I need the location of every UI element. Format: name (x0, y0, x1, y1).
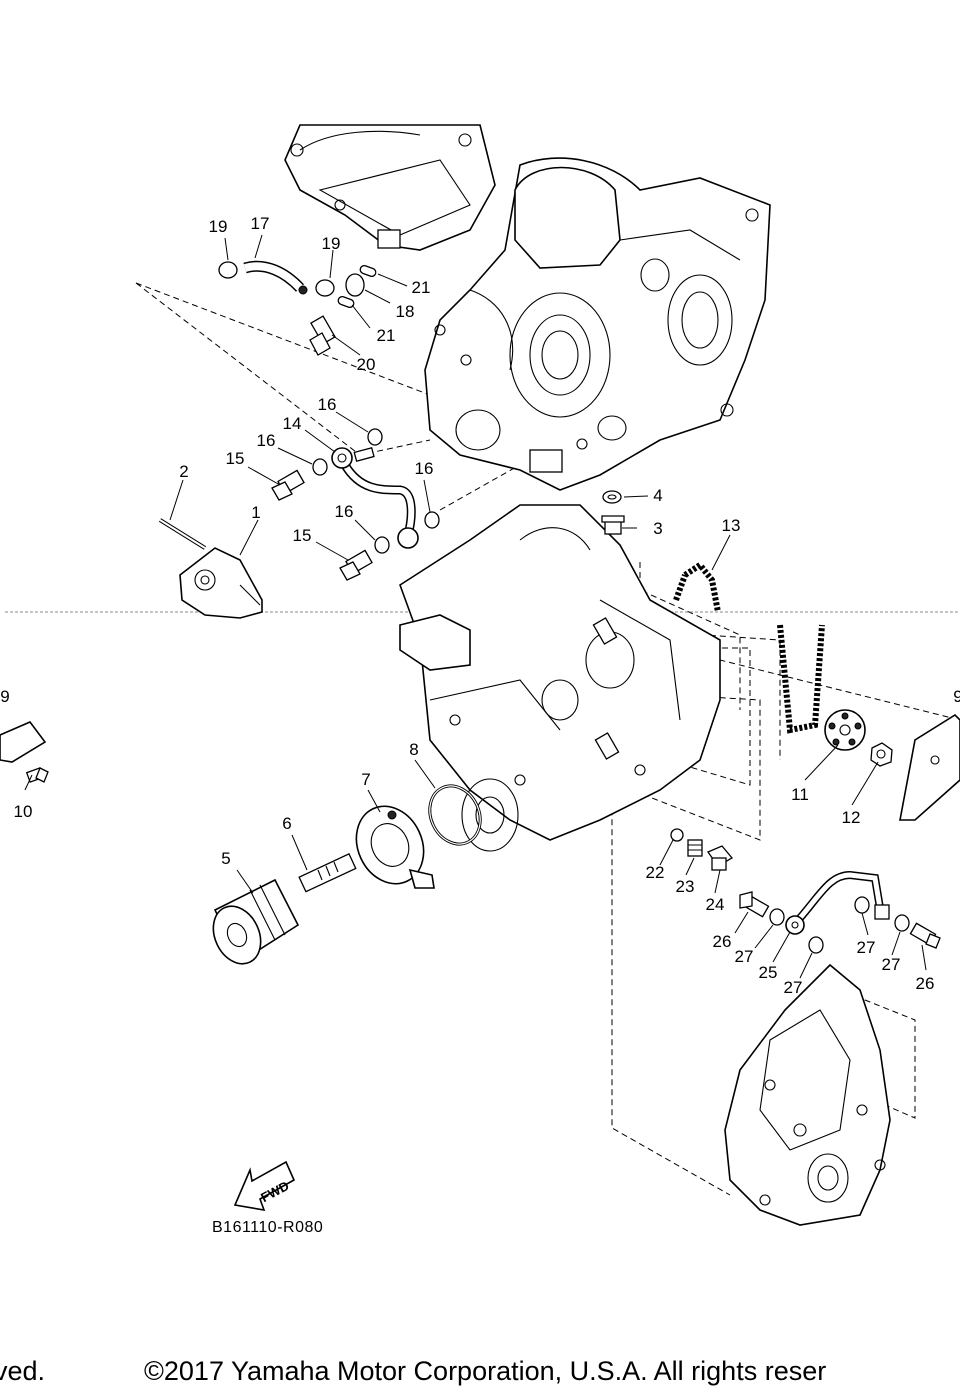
drain-bolt (601, 490, 625, 535)
copyright-left-fragment: ved. (0, 1356, 46, 1386)
callout-16-a: 16 (318, 395, 337, 414)
callout-27-a: 27 (735, 947, 754, 966)
callout-9-right: 9 (953, 687, 960, 706)
breather-hose (218, 260, 377, 356)
filter-housing (355, 805, 435, 889)
callout-19-left: 19 (209, 217, 228, 236)
callout-4: 4 (653, 486, 662, 505)
leader-lines (24, 234, 927, 979)
callout-numbers: 1 2 3 4 5 6 7 8 9 9 10 11 12 13 14 15 15… (0, 214, 960, 997)
callout-15-lower: 15 (293, 526, 312, 545)
callout-13: 13 (722, 516, 741, 535)
callout-5: 5 (221, 849, 230, 868)
callout-16-c: 16 (415, 459, 434, 478)
callout-18: 18 (396, 302, 415, 321)
filter-stud (298, 853, 357, 893)
callout-11: 11 (791, 785, 809, 804)
callout-2: 2 (179, 462, 188, 481)
callout-14: 14 (283, 414, 302, 433)
lower-crankcase (399, 504, 721, 852)
callout-17: 17 (251, 214, 270, 233)
callout-26-right: 26 (916, 974, 935, 993)
upper-crankcase (424, 157, 771, 491)
callout-16-b: 16 (257, 431, 276, 450)
sprocket-nut (870, 742, 893, 767)
cylinder-block (284, 124, 496, 251)
callout-1: 1 (251, 503, 260, 522)
callout-27-b: 27 (784, 978, 803, 997)
union-bolt-lower (339, 549, 373, 581)
plug-small-parts (670, 828, 733, 871)
housing-o-ring (428, 784, 482, 846)
fwd-arrow-icon: FWD (233, 1160, 296, 1212)
pipe-washers-27 (769, 896, 910, 954)
callout-22: 22 (646, 863, 665, 882)
callout-9-left: 9 (0, 687, 9, 706)
callout-3: 3 (653, 519, 662, 538)
oil-filter (212, 878, 300, 965)
callout-26-left: 26 (713, 932, 732, 951)
callout-7: 7 (361, 770, 370, 789)
callout-8: 8 (409, 740, 418, 759)
oil-delivery-pipe (331, 447, 419, 549)
callout-12: 12 (842, 808, 861, 827)
pipe-bolts-26 (739, 891, 941, 949)
diagram-reference-code: B161110-R080 (212, 1219, 323, 1236)
callout-19-right: 19 (322, 234, 341, 253)
callout-10: 10 (14, 802, 33, 821)
callout-25: 25 (759, 963, 778, 982)
copyright-notice: ©2017 Yamaha Motor Corporation, U.S.A. A… (144, 1356, 827, 1386)
callout-23: 23 (676, 877, 695, 896)
callout-6: 6 (282, 814, 291, 833)
callout-27-c: 27 (857, 938, 876, 957)
callout-27-d: 27 (882, 955, 901, 974)
callout-16-d: 16 (335, 502, 354, 521)
union-bolt-upper (271, 469, 305, 501)
callout-21-lower: 21 (377, 326, 396, 345)
crankcase-cover (724, 963, 891, 1226)
copper-washers-16 (312, 428, 440, 554)
callout-20: 20 (357, 355, 376, 374)
pump-bolt (158, 518, 207, 550)
callout-15-upper: 15 (226, 449, 245, 468)
cam-chain (673, 560, 825, 734)
left-bracket (0, 721, 49, 783)
oil-pump (179, 547, 263, 619)
chain-guide-right (899, 713, 960, 821)
oil-pump-sprocket (824, 709, 866, 751)
callout-24: 24 (706, 895, 725, 914)
copyright-bar: ved. ©2017 Yamaha Motor Corporation, U.S… (0, 1352, 960, 1392)
oil-return-pipe (785, 870, 890, 935)
callout-21-upper: 21 (412, 278, 431, 297)
